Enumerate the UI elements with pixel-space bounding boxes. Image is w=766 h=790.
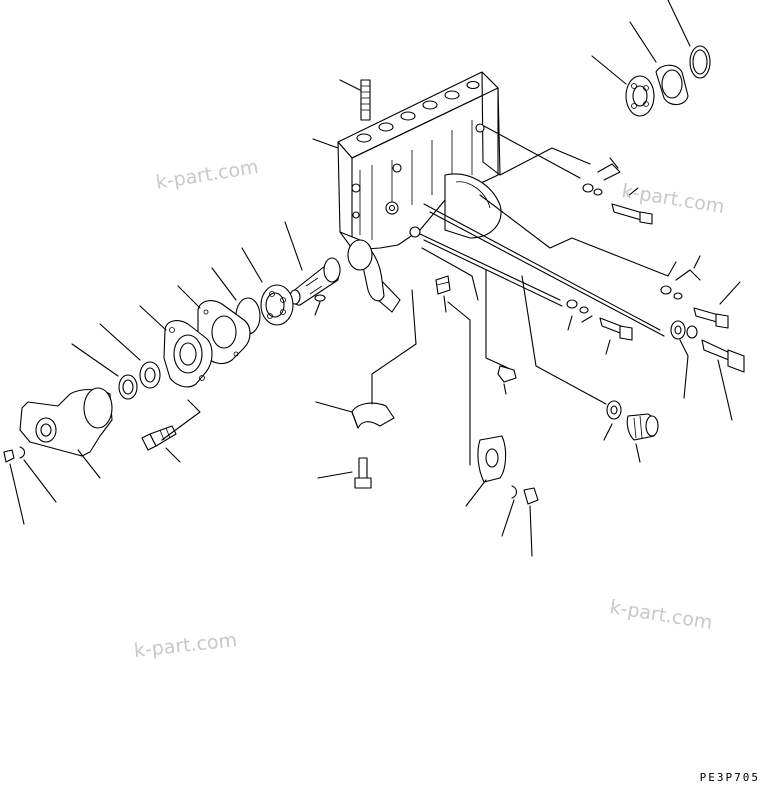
flange-bolt — [141, 399, 201, 463]
diagram-code: PE3P705 — [699, 771, 760, 784]
end-cover — [19, 387, 113, 479]
banjo-bolt — [670, 320, 745, 421]
plug-washer — [603, 400, 622, 441]
pin-stud — [435, 275, 451, 313]
ball-bearing — [241, 247, 294, 326]
pump-housing — [337, 71, 502, 313]
housing-leader — [312, 138, 339, 149]
left-nut-washer — [3, 446, 57, 525]
tie-rods — [419, 125, 677, 405]
top-oring — [667, 0, 711, 79]
spacer-ring — [71, 343, 138, 400]
bearing-shell — [315, 289, 417, 429]
mid-right-bolt — [660, 255, 741, 329]
camshaft — [284, 221, 341, 306]
upper-right-bolt — [582, 157, 653, 225]
bottom-nut-washer — [501, 485, 539, 557]
bearing-flange — [139, 305, 213, 388]
lower-mid-bolt — [566, 299, 633, 355]
cover-plate — [447, 301, 507, 507]
inner-bearing — [99, 323, 161, 389]
plug — [626, 413, 659, 463]
top-stud — [339, 79, 371, 121]
top-sleeve — [629, 21, 689, 106]
woodruff-key — [314, 294, 326, 302]
vertical-bolt — [317, 457, 372, 489]
small-fitting — [485, 269, 517, 395]
top-bearing — [591, 55, 655, 117]
